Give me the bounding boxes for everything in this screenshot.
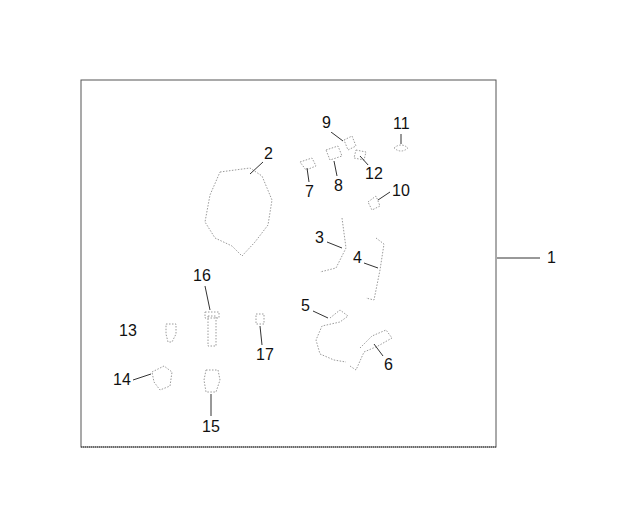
leader-line <box>374 344 383 356</box>
nut-part <box>204 370 220 392</box>
leader-lines <box>133 132 401 416</box>
leader-line <box>327 242 342 248</box>
bolt-part <box>205 312 219 346</box>
leader-line <box>364 263 378 268</box>
small-part <box>300 158 316 170</box>
leader-line <box>205 286 210 310</box>
grommet-part <box>152 366 172 390</box>
callout-number: 14 <box>112 371 132 389</box>
callout-number: 5 <box>300 297 311 315</box>
callout-number: 7 <box>304 183 315 201</box>
bracket-part <box>366 238 384 300</box>
leader-line <box>260 326 262 345</box>
leader-line <box>497 258 540 259</box>
callout-number: 9 <box>321 114 332 132</box>
leader-line <box>334 161 337 176</box>
leader-line <box>133 374 151 380</box>
collar-part <box>166 324 176 342</box>
leader-line <box>331 132 343 141</box>
callout-number: 8 <box>333 177 344 195</box>
small-part <box>344 136 356 150</box>
callout-number: 17 <box>255 346 275 364</box>
callout-number: 13 <box>118 322 138 340</box>
leader-line <box>211 394 212 416</box>
screw-part <box>256 314 264 324</box>
kit-frame <box>81 80 496 447</box>
callout-number: 10 <box>391 182 411 200</box>
windscreen-part <box>205 168 272 256</box>
small-part <box>354 150 366 160</box>
callout-number: 16 <box>192 267 212 285</box>
stay-part <box>316 310 348 362</box>
leader-line <box>313 311 328 318</box>
callout-number: 6 <box>383 356 394 374</box>
small-part <box>368 196 380 210</box>
leader-line <box>307 168 309 182</box>
callout-number: 1 <box>546 249 557 267</box>
nut-part <box>394 145 408 151</box>
callout-number: 2 <box>263 145 274 163</box>
callout-number: 4 <box>352 249 363 267</box>
leader-line <box>401 134 402 144</box>
callout-number: 12 <box>364 165 384 183</box>
small-part <box>326 146 342 160</box>
leader-line <box>250 162 263 174</box>
callout-number: 15 <box>201 418 221 436</box>
part-outlines <box>152 136 408 392</box>
callout-number: 11 <box>392 115 411 133</box>
kit-frame-bottom <box>81 446 496 448</box>
leader-line <box>378 192 390 200</box>
callout-number: 3 <box>314 229 325 247</box>
